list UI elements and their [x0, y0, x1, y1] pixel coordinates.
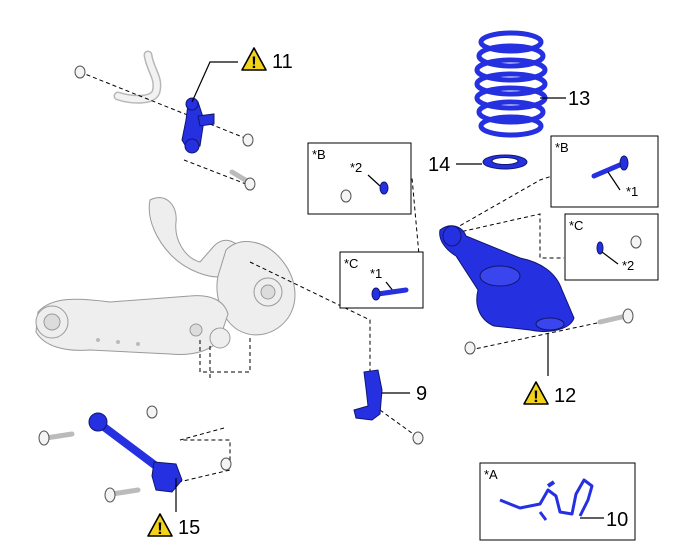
detail-box-c-right: *C *2	[564, 213, 659, 281]
toe-control-arm-part	[88, 412, 183, 493]
detail-box-title: *C	[344, 256, 358, 271]
stabilizer-bar	[113, 50, 162, 104]
detail-box-title: *C	[569, 218, 583, 233]
svg-text:!: !	[533, 387, 539, 406]
callout-15: ! 15	[147, 478, 200, 539]
callout-14: 14	[428, 154, 482, 176]
svg-text:!: !	[157, 519, 163, 538]
rear-axle-carrier	[35, 197, 296, 355]
svg-text:!: !	[251, 53, 257, 72]
coil-spring-part	[474, 30, 548, 138]
detail-box-a: *A	[479, 462, 636, 541]
sensor-harness-part	[499, 478, 594, 521]
detail-box-title: *B	[312, 147, 326, 162]
detail-box-label: *2	[622, 258, 634, 273]
detail-box-b-upper: *B *2	[307, 142, 412, 215]
callout-number-12: 12	[554, 385, 576, 407]
callout-number-14: 14	[428, 154, 450, 176]
callout-12: ! 12	[523, 334, 576, 407]
detail-box-label: *1	[370, 266, 382, 281]
detail-box-label: *1	[626, 184, 638, 199]
fasteners	[38, 65, 634, 503]
warning-triangle-icon: !	[523, 381, 549, 406]
callout-11: ! 11	[191, 47, 293, 103]
detail-box-c-left: *C *1	[339, 251, 424, 309]
detail-box-title: *A	[484, 467, 498, 482]
nut-icon	[74, 65, 86, 79]
callout-number-10: 10	[606, 509, 628, 531]
warning-triangle-icon: !	[147, 513, 173, 538]
callout-9: 9	[382, 383, 427, 405]
callout-number-11: 11	[272, 51, 293, 73]
stabilizer-link-part	[181, 97, 215, 154]
callout-number-9: 9	[416, 383, 427, 405]
detail-box-b-right: *B *1	[550, 135, 659, 208]
warning-triangle-icon: !	[241, 47, 267, 72]
bracket-part	[353, 369, 383, 421]
callout-number-13: 13	[568, 88, 590, 110]
lower-arm-part	[439, 225, 575, 332]
spring-insulator-part	[482, 154, 528, 170]
callout-number-15: 15	[178, 517, 200, 539]
callout-10: 10	[580, 509, 628, 531]
callout-13: 13	[540, 88, 590, 110]
detail-box-label: *2	[350, 160, 362, 175]
detail-box-title: *B	[555, 140, 569, 155]
